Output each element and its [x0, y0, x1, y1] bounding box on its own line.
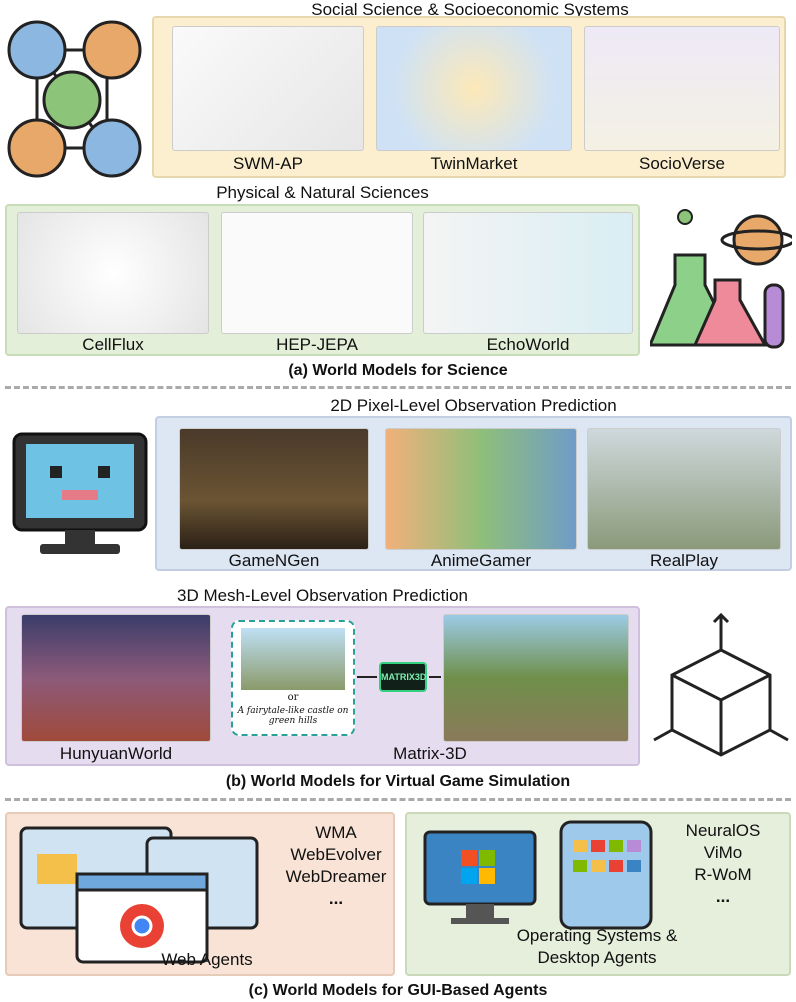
hep-jepa-figure: [221, 212, 413, 334]
socioverse-figure: [584, 26, 780, 151]
swm-ap-label: SWM-AP: [233, 154, 303, 173]
model-neuralos: NeuralOS: [685, 821, 761, 840]
flask-icon: [650, 209, 792, 349]
browser-windows-icon: [19, 826, 259, 964]
more-ellipsis: ...: [328, 889, 344, 908]
model-webdreamer: WebDreamer: [285, 867, 387, 886]
twinmarket-label: TwinMarket: [430, 154, 518, 173]
prompt-text: A fairytale-like castle on green hills: [237, 706, 349, 726]
game-caption: (b) World Models for Virtual Game Simula…: [225, 773, 571, 790]
model-webevolver: WebEvolver: [290, 845, 382, 864]
os-agents-panel: NeuralOS ViMo R-WoM ... Operating System…: [405, 812, 791, 976]
model-vimo: ViMo: [703, 843, 743, 862]
matrix-3d-output: [443, 614, 629, 742]
retro-monitor-icon: [12, 432, 148, 554]
realplay-figure: [587, 428, 781, 550]
pixel-level-title: 2D Pixel-Level Observation Prediction: [330, 396, 617, 415]
more-ellipsis: ...: [715, 887, 731, 906]
cellflux-figure: [17, 212, 209, 334]
cellflux-label: CellFlux: [82, 335, 144, 354]
prompt-or: or: [287, 692, 299, 703]
socioverse-label: SocioVerse: [639, 154, 725, 173]
web-agents-panel: WMA WebEvolver WebDreamer ... Web Agents: [5, 812, 395, 976]
matrix3d-logo: MATRIX3D: [379, 662, 427, 692]
castle-image: [241, 628, 345, 690]
science-caption: (a) World Models for Science: [288, 362, 508, 379]
os-agents-label-1: Operating Systems &: [516, 926, 678, 945]
twinmarket-figure: [376, 26, 572, 151]
model-wma: WMA: [315, 823, 357, 842]
section-divider: [5, 798, 791, 801]
social-science-title: Social Science & Socioeconomic Systems: [311, 0, 629, 19]
gamengen-label: GameNGen: [228, 551, 320, 570]
mesh-level-title: 3D Mesh-Level Observation Prediction: [176, 586, 469, 605]
web-model-list: WMA WebEvolver WebDreamer ...: [277, 822, 395, 910]
gamengen-figure: [179, 428, 369, 550]
os-agents-label-2: Desktop Agents: [537, 948, 657, 967]
echoworld-label: EchoWorld: [486, 335, 570, 354]
hunyuanworld-figure: [21, 614, 211, 742]
os-model-list: NeuralOS ViMo R-WoM ...: [657, 820, 789, 908]
animegamer-figure: [385, 428, 577, 550]
gui-caption: (c) World Models for GUI-Based Agents: [248, 982, 548, 999]
physical-science-title: Physical & Natural Sciences: [216, 183, 429, 202]
section-divider: [5, 386, 791, 389]
matrix-3d-label: Matrix-3D: [393, 744, 467, 763]
people-network-icon: [7, 20, 142, 178]
realplay-label: RealPlay: [649, 551, 719, 570]
swm-ap-figure: [172, 26, 364, 151]
pixel-level-panel: GameNGen AnimeGamer RealPlay: [155, 416, 792, 571]
desktop-tablet-icon: [423, 820, 653, 930]
social-science-panel: SWM-AP TwinMarket SocioVerse: [152, 16, 786, 178]
3d-cube-icon: [653, 612, 789, 757]
matrix-3d-input: or A fairytale-like castle on green hill…: [231, 620, 355, 736]
hep-jepa-label: HEP-JEPA: [276, 335, 358, 354]
mesh-level-panel: or A fairytale-like castle on green hill…: [5, 606, 640, 766]
arrow-icon: [429, 676, 441, 678]
web-agents-label: Web Agents: [161, 950, 253, 969]
model-r-wom: R-WoM: [694, 865, 752, 884]
animegamer-label: AnimeGamer: [430, 551, 532, 570]
hunyuanworld-label: HunyuanWorld: [59, 744, 173, 763]
echoworld-figure: [423, 212, 633, 334]
arrow-icon: [357, 676, 377, 678]
physical-science-panel: CellFlux HEP-JEPA EchoWorld: [5, 204, 640, 356]
